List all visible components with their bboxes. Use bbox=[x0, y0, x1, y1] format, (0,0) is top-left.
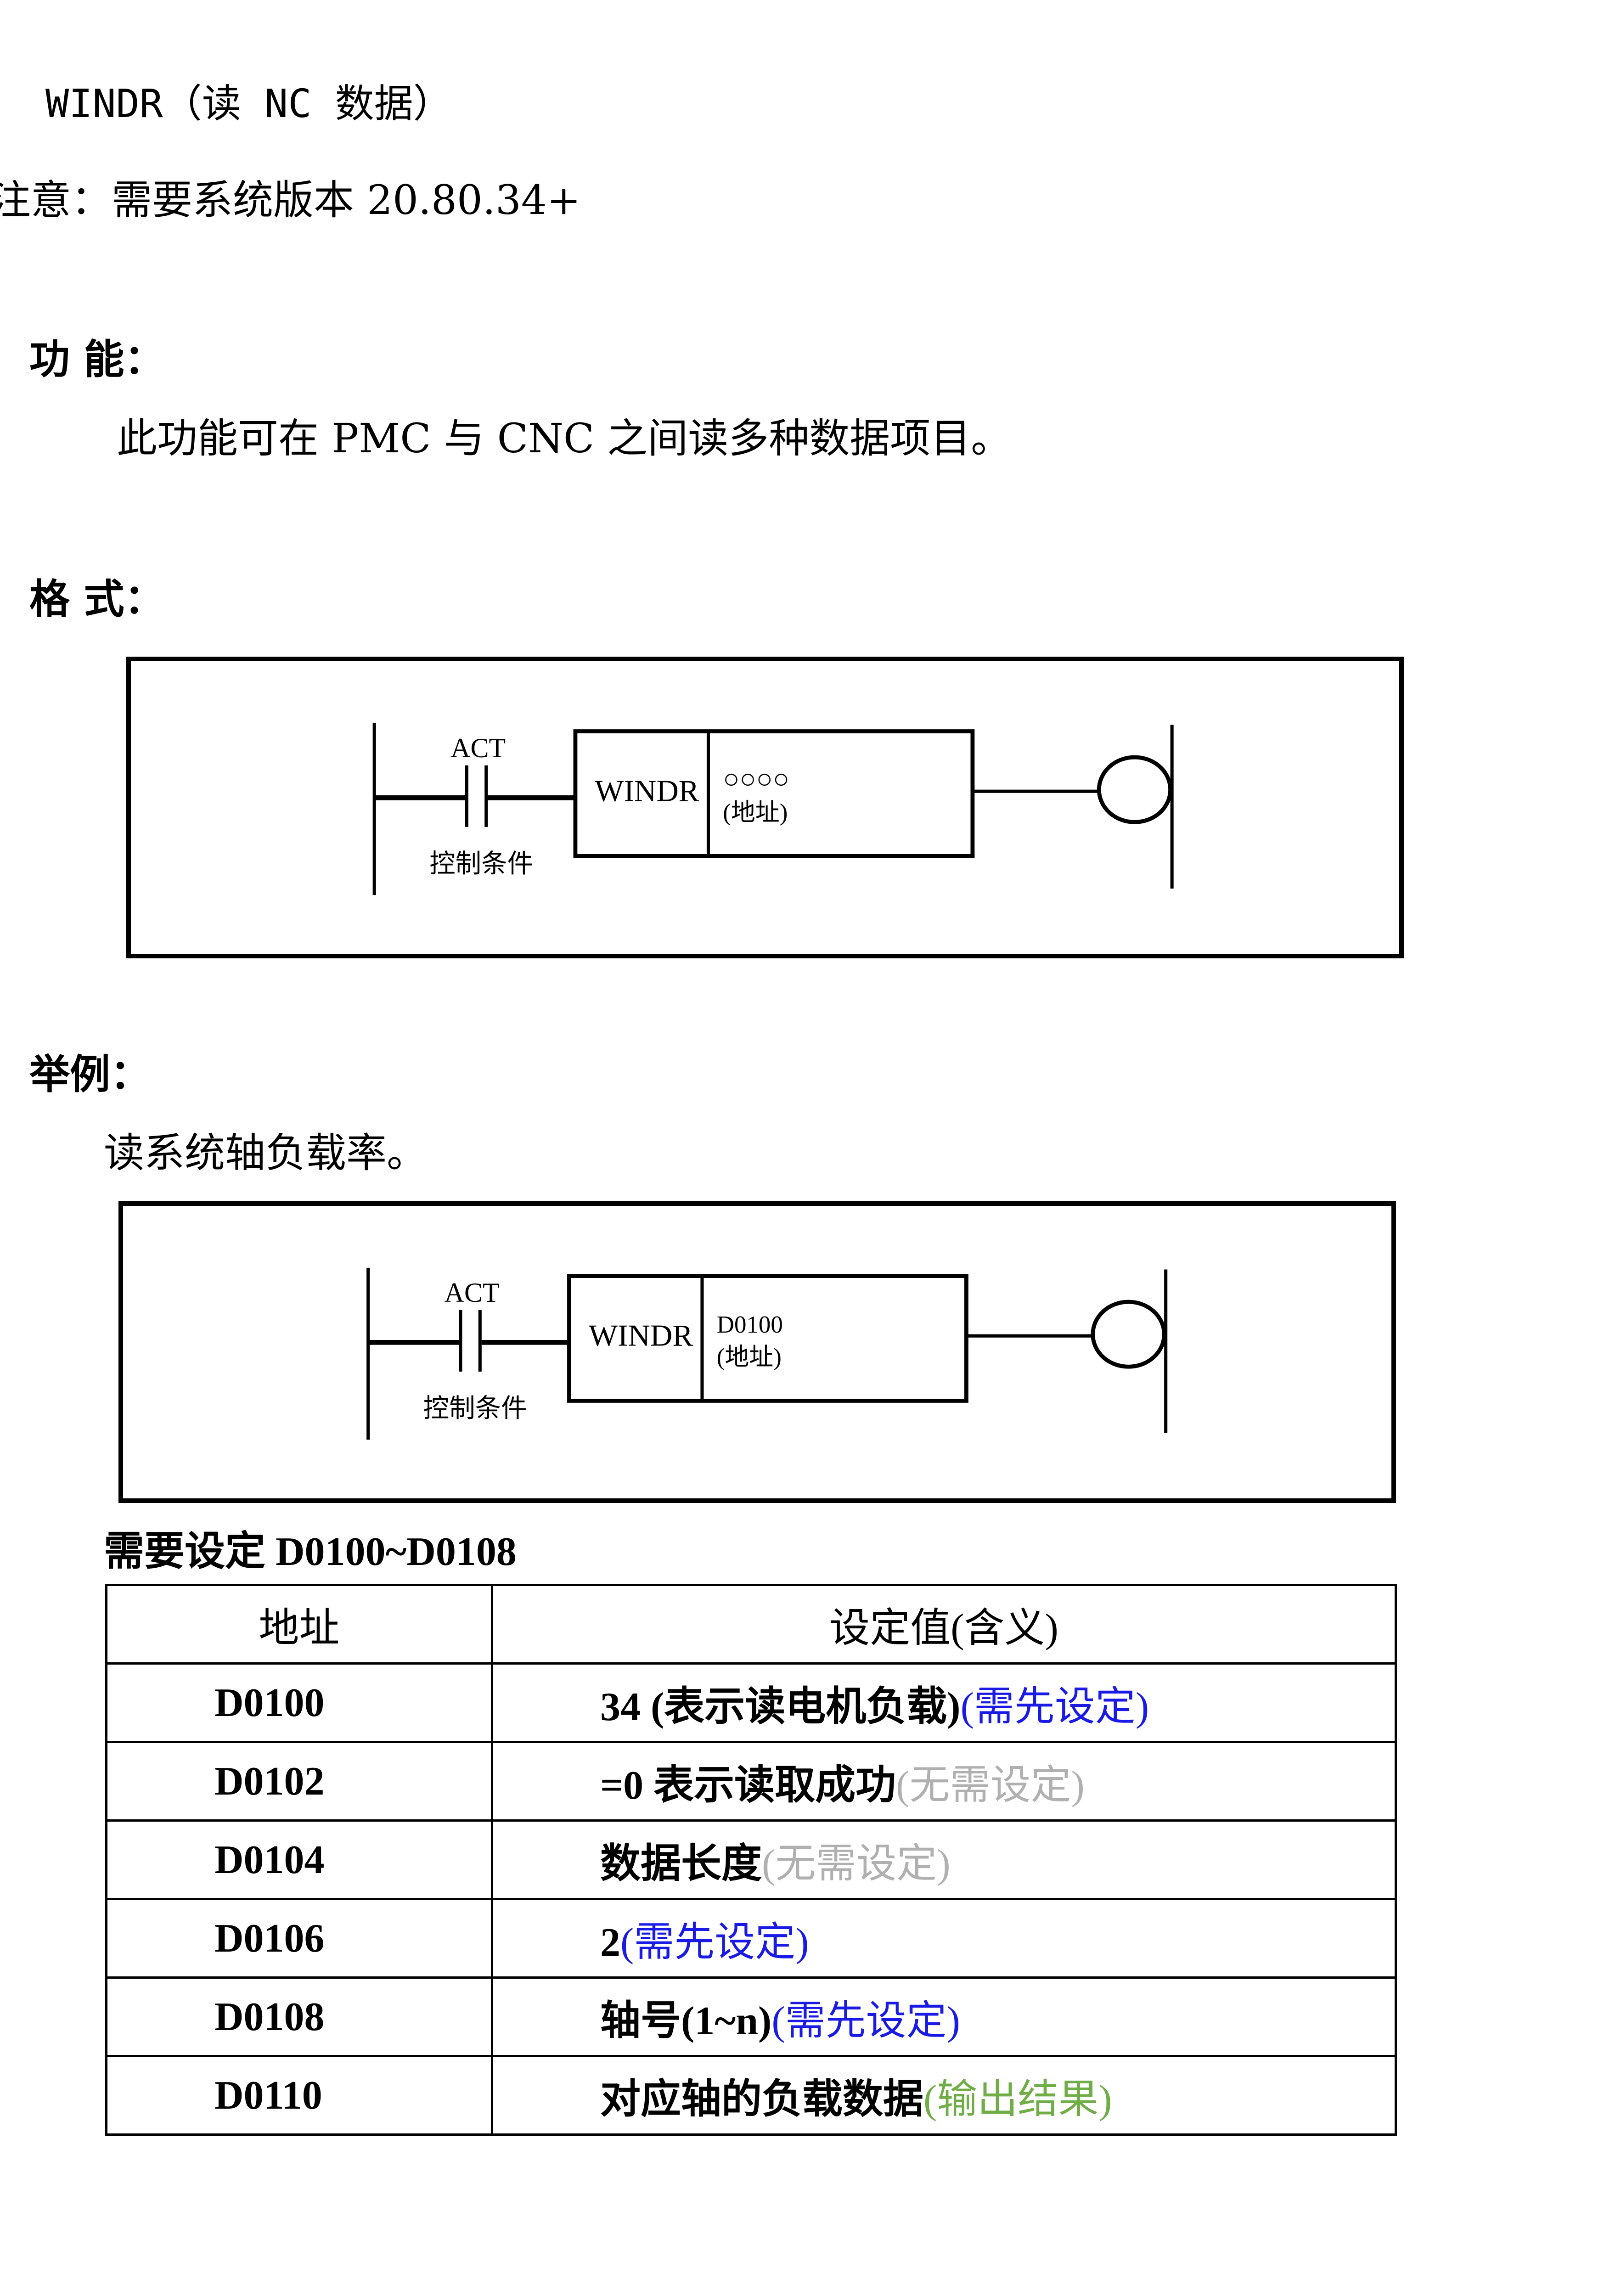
example-diagram-frame bbox=[118, 1201, 1396, 1503]
table-row: D0106 2(需先设定) bbox=[105, 1898, 1397, 1979]
condition-label: 控制条件 bbox=[429, 850, 533, 878]
address-label: (地址) bbox=[723, 799, 788, 826]
setting-tag: (无需设定) bbox=[762, 1841, 951, 1886]
version-note: 注意：需要系统版本 20.80.34+ bbox=[0, 176, 581, 224]
column-header-address: 地址 bbox=[105, 1584, 493, 1665]
column-header-value: 设定值(含义) bbox=[491, 1584, 1397, 1665]
page-title: WINDR（读 NC 数据） bbox=[45, 81, 452, 127]
function-block bbox=[567, 1274, 968, 1403]
value-cell: =0 表示读取成功(无需设定) bbox=[491, 1741, 1397, 1822]
contact-label: ACT bbox=[450, 733, 506, 763]
value-cell: 2(需先设定) bbox=[491, 1898, 1397, 1979]
instruction-label: WINDR bbox=[589, 1318, 693, 1352]
address-cell: D0106 bbox=[105, 1898, 493, 1979]
table-row: D0102 =0 表示读取成功(无需设定) bbox=[105, 1741, 1397, 1822]
setting-tag: (需先设定) bbox=[620, 1920, 809, 1965]
example-text: 读系统轴负载率。 bbox=[104, 1129, 428, 1176]
settings-table: 地址 设定值(含义) D0100 34 (表示读电机负载)(需先设定)D0102… bbox=[105, 1584, 1397, 2136]
setting-tag: (需先设定) bbox=[771, 1998, 960, 2043]
example-heading: 举例： bbox=[29, 1050, 151, 1098]
function-heading: 功 能： bbox=[29, 335, 165, 383]
address-cell: D0102 bbox=[105, 1741, 493, 1822]
value-cell: 对应轴的负载数据(输出结果) bbox=[491, 2055, 1397, 2136]
table-row: D0104 数据长度(无需设定) bbox=[105, 1819, 1397, 1900]
contact-label: ACT bbox=[445, 1277, 500, 1308]
coil-icon bbox=[1091, 1300, 1166, 1369]
setting-tag: (无需设定) bbox=[896, 1763, 1085, 1808]
table-caption: 需要设定 D0100~D0108 bbox=[104, 1530, 517, 1574]
value-cell: 34 (表示读电机负载)(需先设定) bbox=[491, 1662, 1397, 1743]
value-text: 2 bbox=[600, 1920, 620, 1965]
address-cell: D0104 bbox=[105, 1819, 493, 1900]
instruction-label: WINDR bbox=[595, 773, 699, 808]
document-page: WINDR（读 NC 数据） 注意：需要系统版本 20.80.34+ 功 能： … bbox=[0, 81, 1404, 2136]
table-header-row: 地址 设定值(含义) bbox=[105, 1584, 1397, 1665]
ladder-rung: ACT 控制条件 WINDR D0100 (地址) bbox=[366, 1267, 1168, 1440]
setting-tag: (需先设定) bbox=[960, 1684, 1149, 1729]
value-text: =0 表示读取成功 bbox=[600, 1763, 896, 1808]
table-row: D0108 轴号(1~n)(需先设定) bbox=[105, 1976, 1397, 2057]
function-text: 此功能可在 PMC 与 CNC 之间读多种数据项目。 bbox=[117, 415, 1012, 462]
value-text: 数据长度 bbox=[600, 1841, 762, 1886]
ladder-rung bbox=[372, 723, 1174, 895]
address-cell: D0110 bbox=[105, 2055, 493, 2136]
format-diagram-frame bbox=[126, 657, 1404, 958]
address-cell: D0100 bbox=[105, 1662, 493, 1743]
value-text: 轴号(1~n) bbox=[600, 1998, 772, 2043]
value-cell: 数据长度(无需设定) bbox=[491, 1819, 1397, 1900]
address-cell: D0108 bbox=[105, 1976, 493, 2057]
table-row: D0100 34 (表示读电机负载)(需先设定) bbox=[105, 1662, 1397, 1743]
function-block bbox=[573, 729, 975, 858]
value-cell: 轴号(1~n)(需先设定) bbox=[491, 1976, 1397, 2057]
address-value: D0100 bbox=[717, 1311, 783, 1338]
value-text: 对应轴的负载数据 bbox=[600, 2077, 924, 2122]
coil-icon bbox=[1097, 755, 1173, 824]
condition-label: 控制条件 bbox=[423, 1395, 527, 1423]
table-row: D0110 对应轴的负载数据(输出结果) bbox=[105, 2055, 1397, 2136]
example-ladder-diagram: ACT 控制条件 WINDR D0100 (地址) bbox=[366, 1267, 1168, 1440]
format-heading: 格 式： bbox=[29, 575, 165, 623]
format-ladder-diagram: ACT 控制条件 WINDR ○○○○ (地址) bbox=[372, 723, 1174, 895]
address-label: (地址) bbox=[717, 1344, 782, 1371]
setting-tag: (输出结果) bbox=[923, 2077, 1112, 2122]
address-value: ○○○○ bbox=[723, 764, 789, 794]
value-text: 34 (表示读电机负载) bbox=[600, 1684, 961, 1729]
